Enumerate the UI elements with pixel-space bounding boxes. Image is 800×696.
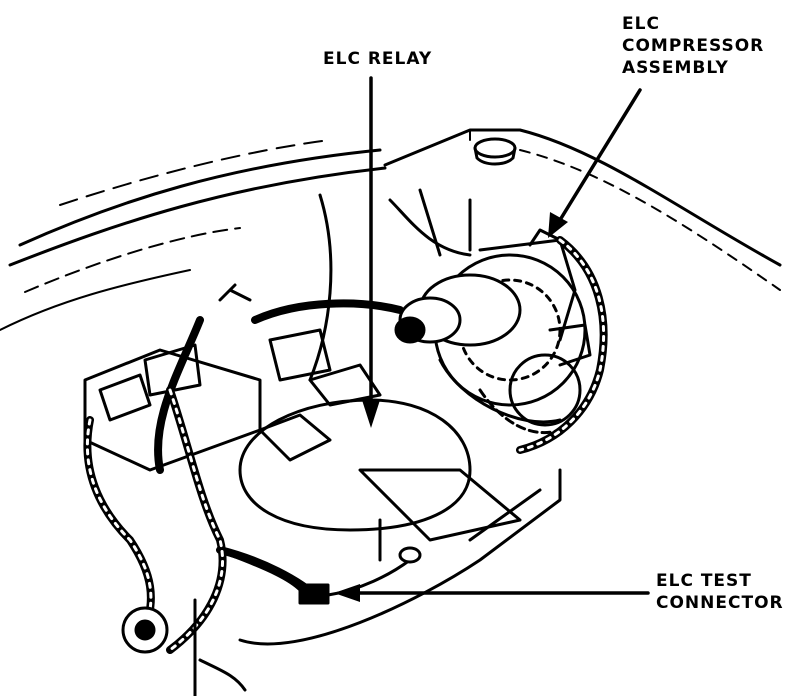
elc-test-connector-label-line2: CONNECTOR bbox=[656, 593, 784, 613]
wiring-harness-detail bbox=[85, 238, 606, 652]
elc-compressor-label-line3: ASSEMBLY bbox=[622, 58, 729, 78]
lower-body bbox=[121, 468, 562, 696]
leader-compressor bbox=[548, 88, 642, 238]
leader-relay bbox=[362, 76, 380, 428]
elc-test-connector-label-line1: ELC TEST bbox=[656, 571, 752, 591]
hood-outline bbox=[0, 128, 782, 331]
elc-relay-label: ELC RELAY bbox=[323, 48, 432, 70]
elc-compressor-label: ELC COMPRESSOR ASSEMBLY bbox=[622, 13, 764, 79]
elc-compressor-label-line2: COMPRESSOR bbox=[622, 36, 765, 56]
inner-fender bbox=[308, 188, 472, 382]
leader-test-connector bbox=[334, 584, 650, 602]
elc-test-connector-label: ELC TEST CONNECTOR bbox=[656, 570, 784, 614]
elc-compressor-label-line1: ELC bbox=[622, 14, 660, 34]
radiator-cap bbox=[473, 137, 517, 166]
elc-relay-label-line1: ELC RELAY bbox=[323, 49, 433, 69]
compressor-assembly bbox=[394, 228, 592, 435]
air-cleaner-housing bbox=[238, 363, 522, 542]
